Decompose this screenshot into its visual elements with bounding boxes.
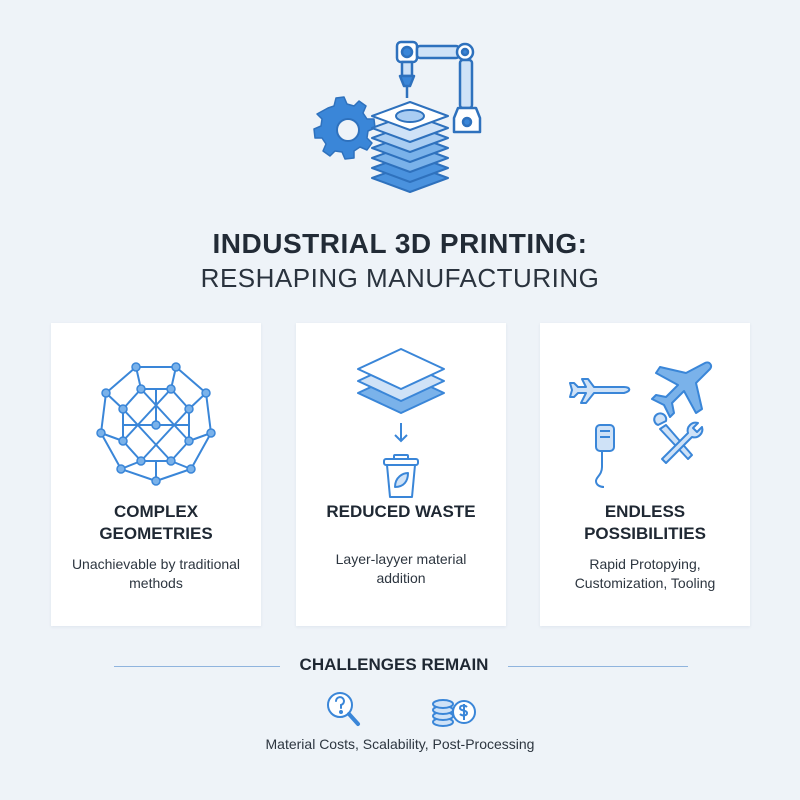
page-title: INDUSTRIAL 3D PRINTING: [212,228,588,259]
layers-to-bin-icon [357,348,445,498]
card-title: COMPLEX GEOMETRIES [99,502,213,543]
gear-icon [313,96,376,160]
robotic-arm-icon [395,40,482,134]
lattice-geometry-icon [96,362,216,486]
card-description: Unachievable by traditional methods [71,556,241,591]
card-title: ENDLESS POSSIBILITIES [584,502,706,543]
challenges-title: CHALLENGES REMAIN [299,655,489,674]
layer-stack-icon [371,101,449,193]
tools-icon [653,412,704,464]
divider-right [508,666,688,667]
recycle-bin-icon [383,454,419,498]
card-title: REDUCED WASTE [326,502,476,521]
implant-icon [595,424,615,488]
card-endless-possibilities: ENDLESS POSSIBILITIES Rapid Protopying, … [540,323,750,626]
question-magnifier-icon [327,692,360,726]
challenges-icons [327,692,476,727]
card-complex-geometries: COMPLEX GEOMETRIES Unachievable by tradi… [51,323,261,626]
page-subtitle: RESHAPING MANUFACTURING [200,263,600,293]
card-description: Rapid Protopying, Customization, Tooling [574,556,716,591]
challenges-description: Material Costs, Scalability, Post-Proces… [265,736,535,752]
coin-stack-icon [432,699,476,727]
small-airplane-icon [569,378,631,404]
applications-icon [569,361,713,488]
arrow-down-icon [394,423,408,443]
divider-left [114,666,280,667]
large-airplane-icon [651,361,713,418]
card-reduced-waste: REDUCED WASTE Layer-layyer material addi… [296,323,506,626]
robotic-arm-printing-layers-icon [313,40,482,193]
card-description: Layer-layyer material addition [335,551,467,586]
